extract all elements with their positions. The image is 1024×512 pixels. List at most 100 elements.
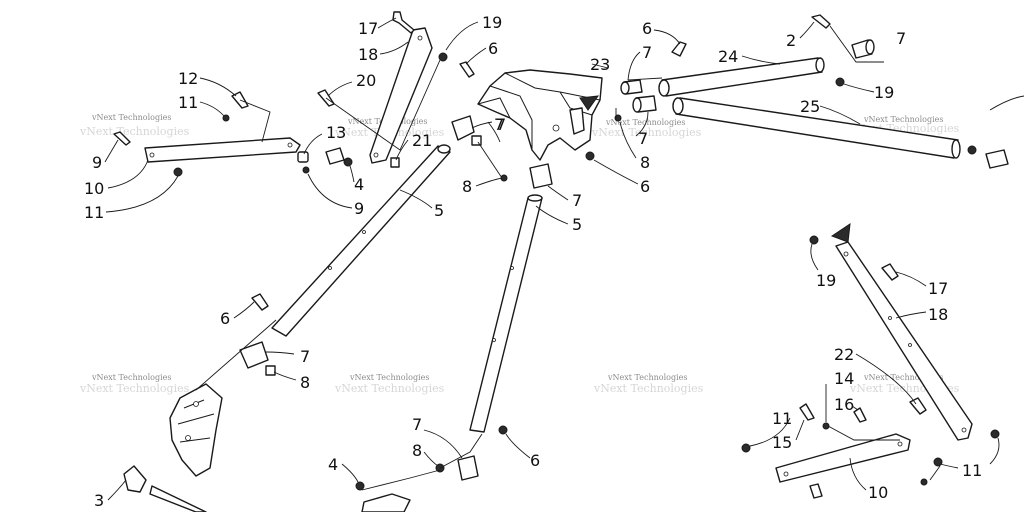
nut-19-lower <box>809 235 819 245</box>
bolt-9-left <box>113 131 131 146</box>
cut-off-part <box>989 95 1024 111</box>
bolt-6-right <box>671 41 687 57</box>
strap-hole <box>373 152 379 158</box>
bracket-edge <box>559 91 593 116</box>
nut-19-upper <box>438 52 448 62</box>
hardware-near-bracket <box>585 114 622 161</box>
leader-3 <box>107 479 127 501</box>
leader-23 <box>591 63 609 69</box>
callout-labels: 17 19 18 6 20 12 11 13 21 9 10 11 4 9 5 … <box>84 13 982 510</box>
leader-19b <box>843 83 875 93</box>
leader-4a <box>349 165 355 183</box>
bar-hole <box>897 441 903 447</box>
callout-6-left: 6 <box>220 309 230 328</box>
clamp-7-bottom <box>457 455 479 481</box>
nut-4-bottom <box>355 481 365 491</box>
callout-10-upper: 10 <box>84 179 104 198</box>
washer-9 <box>302 166 310 174</box>
callout-3: 3 <box>94 491 104 510</box>
lower-right-assembly <box>741 222 1000 499</box>
tube-24-end-far <box>815 57 825 73</box>
callout-21: 21 <box>412 131 432 150</box>
leader-5b <box>535 205 569 225</box>
callout-7-bottom: 7 <box>412 415 422 434</box>
leader-25 <box>819 105 861 125</box>
tube-hole <box>328 266 332 270</box>
callout-17-lower: 17 <box>928 279 948 298</box>
callout-6-bracket: 6 <box>640 177 650 196</box>
tube-hole <box>492 338 496 342</box>
bushing-7-top-end <box>620 81 630 95</box>
leader-12-branch <box>239 99 271 143</box>
strap-hole <box>888 316 892 320</box>
callout-7-top: 7 <box>642 43 652 62</box>
tube-25-assembly <box>632 95 1024 169</box>
leader-center-bottom <box>439 433 483 469</box>
leader-9b <box>307 173 353 209</box>
watermark-6-shadow: vNext Technologies <box>334 382 445 395</box>
leader-20 <box>327 81 353 97</box>
bushing-13 <box>297 151 309 163</box>
watermark-7: vNext Technologies <box>607 373 687 382</box>
tube-24 <box>661 57 823 97</box>
watermark-1-shadow: vNext Technologies <box>79 125 190 138</box>
bolt-17-upper <box>392 11 415 34</box>
washer-11-lower <box>920 478 928 486</box>
callout-7-center: 7 <box>572 191 582 210</box>
clamp-7-upper <box>451 115 475 141</box>
callout-4-bottom: 4 <box>328 455 338 474</box>
callout-11-left: 11 <box>84 203 104 222</box>
tube-24-end <box>658 79 670 97</box>
leader-17b <box>895 271 927 287</box>
leader-16 <box>851 405 859 411</box>
watermark-3-shadow: vNext Technologies <box>591 126 702 139</box>
watermark-1: vNext Technologies <box>91 113 171 122</box>
nut-right-edge <box>967 145 977 155</box>
bolt-6-left <box>251 293 269 311</box>
clip-3 <box>123 465 147 493</box>
bolt-6-top <box>459 61 475 78</box>
leader-11b <box>105 175 179 213</box>
leader-2-branch <box>829 25 884 63</box>
leader-17a <box>377 17 397 29</box>
callout-19-lower: 19 <box>816 271 836 290</box>
strap-18-upper <box>369 27 433 164</box>
bar-hole <box>149 152 155 158</box>
leader-7b-branch <box>627 77 663 81</box>
leader-10a <box>107 159 149 189</box>
leader-7e <box>487 121 501 143</box>
leader-5a <box>399 189 433 209</box>
strap-hole <box>843 251 849 257</box>
leader-12 <box>199 77 237 97</box>
strap-upper-left <box>369 11 448 168</box>
callout-18-upper: 18 <box>358 45 378 64</box>
callout-8-left: 8 <box>300 373 310 392</box>
callout-9-left: 9 <box>92 153 102 172</box>
leader-8a <box>619 121 637 159</box>
leader-7d <box>635 111 649 137</box>
bushing-right-edge <box>985 149 1009 169</box>
callout-10-lower: 10 <box>868 483 888 502</box>
leader-8c <box>273 371 297 381</box>
leader-18b <box>895 311 927 319</box>
callout-24: 24 <box>718 47 738 66</box>
nut-6-bottom <box>498 425 508 435</box>
nut-4-left <box>343 157 353 167</box>
bushing-7-mid-end <box>632 97 642 113</box>
washer-14 <box>822 422 830 430</box>
bar-hole <box>783 471 789 477</box>
bracket-hole <box>552 124 560 132</box>
lower-bar-3 <box>149 485 207 512</box>
tube-5-center <box>435 163 553 481</box>
callout-19-upper: 19 <box>482 13 502 32</box>
bracket-edge <box>489 85 533 150</box>
tube-24-assembly <box>620 14 875 97</box>
leader-4b <box>341 463 359 483</box>
callout-4-upper: 4 <box>354 175 364 194</box>
leader-20-branch <box>325 59 441 151</box>
watermarks: vNext Technologies vNext Technologies vN… <box>79 113 960 395</box>
leader-19c <box>810 243 819 271</box>
leader-14-branch <box>827 425 900 441</box>
leader-8d <box>423 451 439 467</box>
